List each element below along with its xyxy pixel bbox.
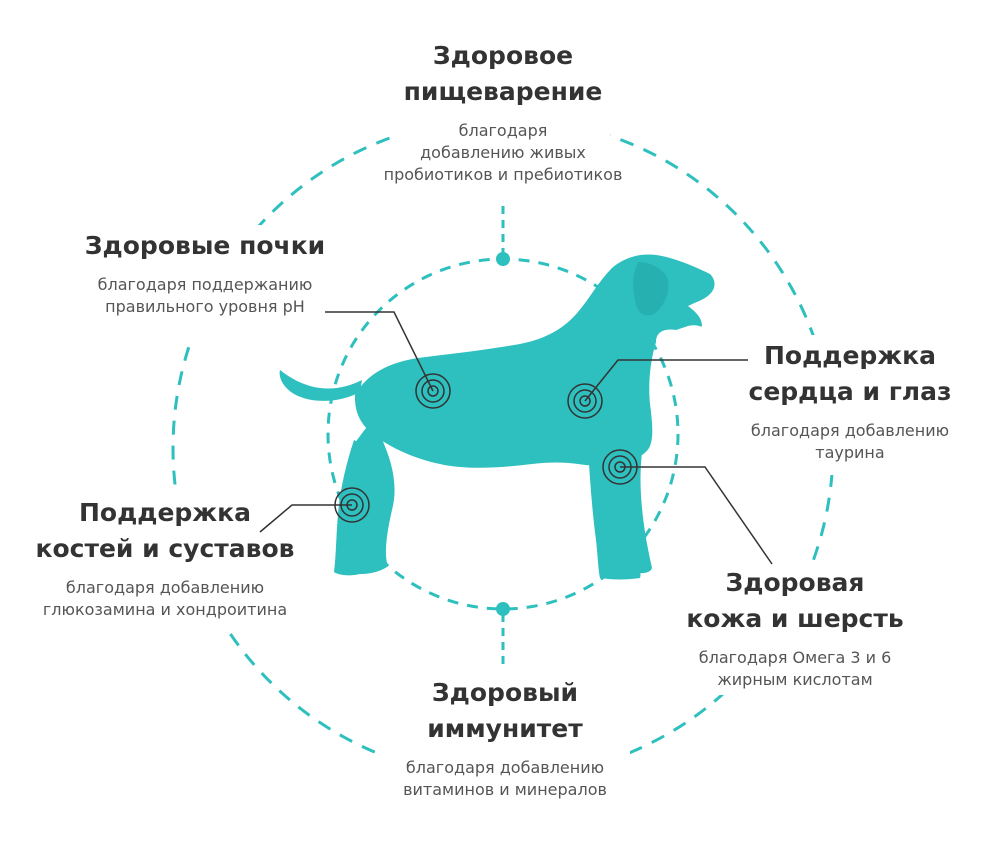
desc-line: правильного уровня pH <box>105 297 305 316</box>
pointer-skin <box>620 466 773 565</box>
ring-gap-left-bottom <box>20 495 310 630</box>
benefit-title: Здоровое пищеварение <box>353 38 653 110</box>
desc-line: жирным кислотам <box>717 670 873 689</box>
title-line: Поддержка <box>763 341 937 370</box>
title-line: Здоровые почки <box>84 231 326 260</box>
desc-line: благодаря <box>458 121 548 140</box>
benefit-desc: благодаря добавлению глюкозамина и хондр… <box>10 577 320 621</box>
desc-line: благодаря добавлению <box>405 758 605 777</box>
pointer-bones <box>259 504 352 533</box>
desc-line: пробиотиков и пребиотиков <box>383 165 623 184</box>
title-line: костей и суставов <box>35 534 295 563</box>
desc-line: благодаря добавлению <box>750 421 950 440</box>
benefit-desc: благодаря добавлению витаминов и минерал… <box>355 757 655 801</box>
desc-line: благодаря добавлению <box>65 578 265 597</box>
marker-kidneys <box>415 373 451 409</box>
ring-gap-bottom <box>380 672 630 807</box>
dog-silhouette-icon <box>279 254 715 580</box>
benefit-skin-coat: Здоровая кожа и шерсть благодаря Омега 3… <box>660 565 930 691</box>
benefit-kidneys: Здоровые почки благодаря поддержанию пра… <box>50 228 360 318</box>
benefit-desc: благодаря добавлению таурина <box>710 420 990 464</box>
desc-line: глюкозамина и хондроитина <box>42 600 288 619</box>
benefit-bones-joints: Поддержка костей и суставов благодаря до… <box>10 495 320 621</box>
desc-line: таурина <box>815 443 885 462</box>
desc-line: добавлению живых <box>420 143 586 162</box>
benefit-desc: благодаря поддержанию правильного уровня… <box>50 274 360 318</box>
benefit-title: Здоровая кожа и шерсть <box>660 565 930 637</box>
benefit-title: Здоровые почки <box>50 228 360 264</box>
desc-line: благодаря Омега 3 и 6 <box>698 648 892 667</box>
benefit-desc: благодаря Омега 3 и 6 жирным кислотам <box>660 647 930 691</box>
desc-line: благодаря поддержанию <box>97 275 313 294</box>
ring-gap-left-top <box>75 225 335 340</box>
ring-gap-top <box>395 30 610 205</box>
benefit-digestion: Здоровое пищеварение благодаря добавлени… <box>353 38 653 186</box>
marker-heart <box>567 383 603 419</box>
title-line: сердца и глаз <box>748 377 952 406</box>
title-line: иммунитет <box>427 714 583 743</box>
bottom-connector-dot <box>496 602 510 616</box>
title-line: Здоровое <box>432 41 574 70</box>
title-line: Здоровый <box>431 678 579 707</box>
benefit-immunity: Здоровый иммунитет благодаря добавлению … <box>355 675 655 801</box>
benefit-title: Здоровый иммунитет <box>355 675 655 747</box>
title-line: Поддержка <box>78 498 252 527</box>
title-line: пищеварение <box>403 77 603 106</box>
benefit-title: Поддержка сердца и глаз <box>710 338 990 410</box>
benefit-heart-eyes: Поддержка сердца и глаз благодаря добавл… <box>710 338 990 464</box>
pointer-kidneys <box>325 311 434 392</box>
top-connector-dot <box>496 252 510 266</box>
pointer-heart <box>584 359 748 402</box>
ring-gap-right-top <box>730 335 970 475</box>
ring-gap-right-bottom <box>685 565 905 695</box>
title-line: Здоровая <box>725 568 865 597</box>
desc-line: витаминов и минералов <box>403 780 607 799</box>
title-line: кожа и шерсть <box>686 604 904 633</box>
benefit-desc: благодаря добавлению живых пробиотиков и… <box>353 120 653 186</box>
benefit-title: Поддержка костей и суставов <box>10 495 320 567</box>
